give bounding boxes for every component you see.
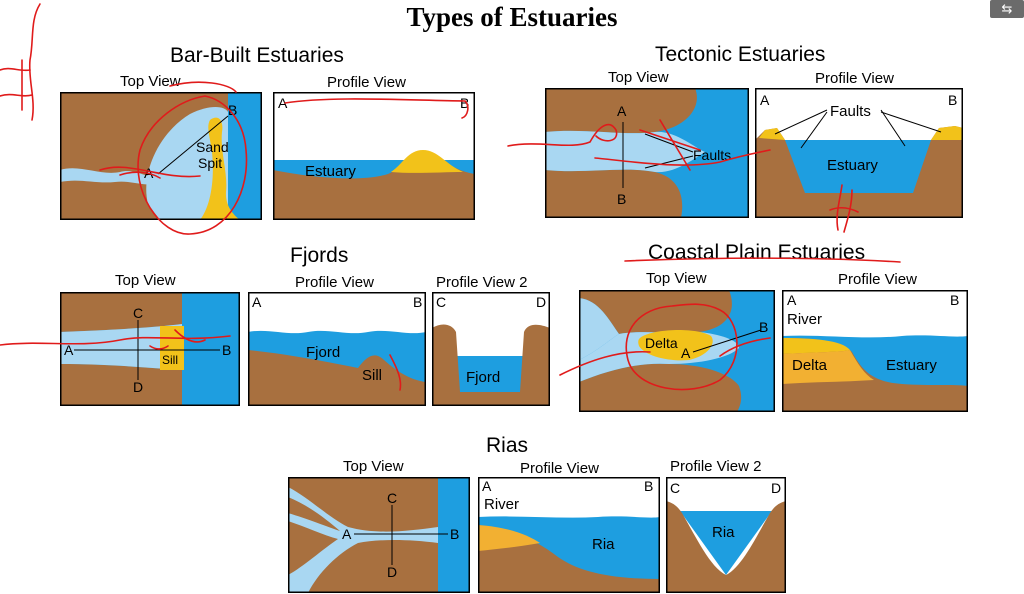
- rias-river-label: River: [484, 496, 519, 513]
- rias-profile2-left-label: C: [670, 480, 680, 496]
- tectonic-profile-view-label: Profile View: [815, 70, 894, 87]
- coastal-plain-river-label: River: [787, 311, 822, 328]
- fjords-profile-view-2-label: Profile View 2: [436, 274, 528, 291]
- tectonic-profile-left-label: A: [760, 92, 770, 108]
- bar-built-estuary-label: Estuary: [305, 163, 356, 180]
- fjords-profile-view-label: Profile View: [295, 274, 374, 291]
- rias-profile-water-label: Ria: [592, 536, 615, 553]
- coastal-plain-profile-view-label: Profile View: [838, 271, 917, 288]
- bar-built-top-view-label: Top View: [120, 73, 181, 90]
- rias-profile-view-2-label: Profile View 2: [670, 458, 762, 475]
- tectonic-top-view-label: Top View: [608, 69, 669, 86]
- fjords-profile2-right-label: D: [536, 294, 546, 310]
- tectonic-estuary-label: Estuary: [827, 157, 878, 174]
- coastal-plain-delta-label: Delta: [645, 335, 678, 351]
- bar-built-top-view-diagram: A B Sand Spit: [60, 92, 262, 220]
- rias-top-point-d: D: [387, 564, 397, 580]
- tectonic-profile-right-label: B: [948, 92, 957, 108]
- fjords-profile2-water-label: Fjord: [466, 369, 500, 386]
- coastal-plain-profile-view-diagram: A B River Delta Estuary: [782, 290, 968, 412]
- bar-built-top-point-b: B: [228, 102, 237, 118]
- rias-profile-view-diagram: A B River Ria: [478, 477, 660, 593]
- fjords-top-sill-label: Sill: [162, 353, 178, 367]
- fjords-profile-sill-label: Sill: [362, 367, 382, 384]
- bar-built-profile-left-label: A: [278, 95, 288, 111]
- coastal-plain-top-point-b: B: [759, 319, 768, 335]
- fjords-top-point-b: B: [222, 342, 231, 358]
- tectonic-top-view-diagram: A B Faults: [545, 88, 749, 218]
- coastal-plain-estuary-label: Estuary: [886, 357, 937, 374]
- fjords-title: Fjords: [290, 244, 349, 267]
- fjords-top-point-a: A: [64, 342, 74, 358]
- rias-profile-right-label: B: [644, 478, 653, 494]
- bar-built-profile-view-label: Profile View: [327, 74, 406, 91]
- rias-title: Rias: [486, 434, 529, 457]
- page-title: Types of Estuaries: [406, 2, 618, 32]
- tectonic-profile-view-diagram: A B Faults Estuary: [755, 88, 963, 218]
- rias-top-view-diagram: A B C D: [288, 477, 470, 593]
- bar-built-profile-right-label: B: [460, 95, 469, 111]
- tectonic-profile-faults-label: Faults: [830, 103, 871, 120]
- coastal-plain-profile-right-label: B: [950, 292, 959, 308]
- coastal-plain-profile-left-label: A: [787, 292, 797, 308]
- rias-top-view-label: Top View: [343, 458, 404, 475]
- rias-top-point-a: A: [342, 526, 352, 542]
- fjords-profile-water-label: Fjord: [306, 344, 340, 361]
- fjords-profile-view-diagram: A B Fjord Sill: [248, 292, 426, 406]
- rias-profile2-right-label: D: [771, 480, 781, 496]
- fjords-profile-view-2-diagram: C D Fjord: [432, 292, 550, 406]
- bar-built-profile-view-diagram: A B Estuary: [273, 92, 475, 220]
- rias-top-point-b: B: [450, 526, 459, 542]
- sand-spit-line-2: Spit: [198, 155, 222, 171]
- coastal-plain-title: Coastal Plain Estuaries: [648, 241, 866, 264]
- fjords-top-view-diagram: A B C D Sill: [60, 292, 240, 406]
- rias-profile-view-2-diagram: C D Ria: [666, 477, 786, 593]
- tectonic-top-faults-label: Faults: [693, 147, 731, 163]
- fjords-top-point-d: D: [133, 379, 143, 395]
- fjords-profile-left-label: A: [252, 294, 262, 310]
- fjords-profile2-left-label: C: [436, 294, 446, 310]
- coastal-plain-profile-delta-label: Delta: [792, 357, 828, 374]
- tectonic-top-point-b: B: [617, 191, 626, 207]
- coastal-plain-top-point-a: A: [681, 345, 691, 361]
- bar-built-top-point-a: A: [144, 165, 154, 181]
- tectonic-top-point-a: A: [617, 103, 627, 119]
- rias-profile-left-label: A: [482, 478, 492, 494]
- coastal-plain-top-view-diagram: Delta A B: [579, 290, 775, 412]
- rias-top-point-c: C: [387, 490, 397, 506]
- fjords-profile-right-label: B: [413, 294, 422, 310]
- tectonic-title: Tectonic Estuaries: [655, 43, 826, 66]
- bar-built-title: Bar-Built Estuaries: [170, 44, 344, 67]
- fjords-top-view-label: Top View: [115, 272, 176, 289]
- fjords-top-point-c: C: [133, 305, 143, 321]
- rias-profile-view-label: Profile View: [520, 460, 599, 477]
- coastal-plain-top-view-label: Top View: [646, 270, 707, 287]
- rias-profile2-water-label: Ria: [712, 524, 735, 541]
- sand-spit-line-1: Sand: [196, 139, 229, 155]
- swap-arrow-icon[interactable]: ⇆: [990, 0, 1024, 18]
